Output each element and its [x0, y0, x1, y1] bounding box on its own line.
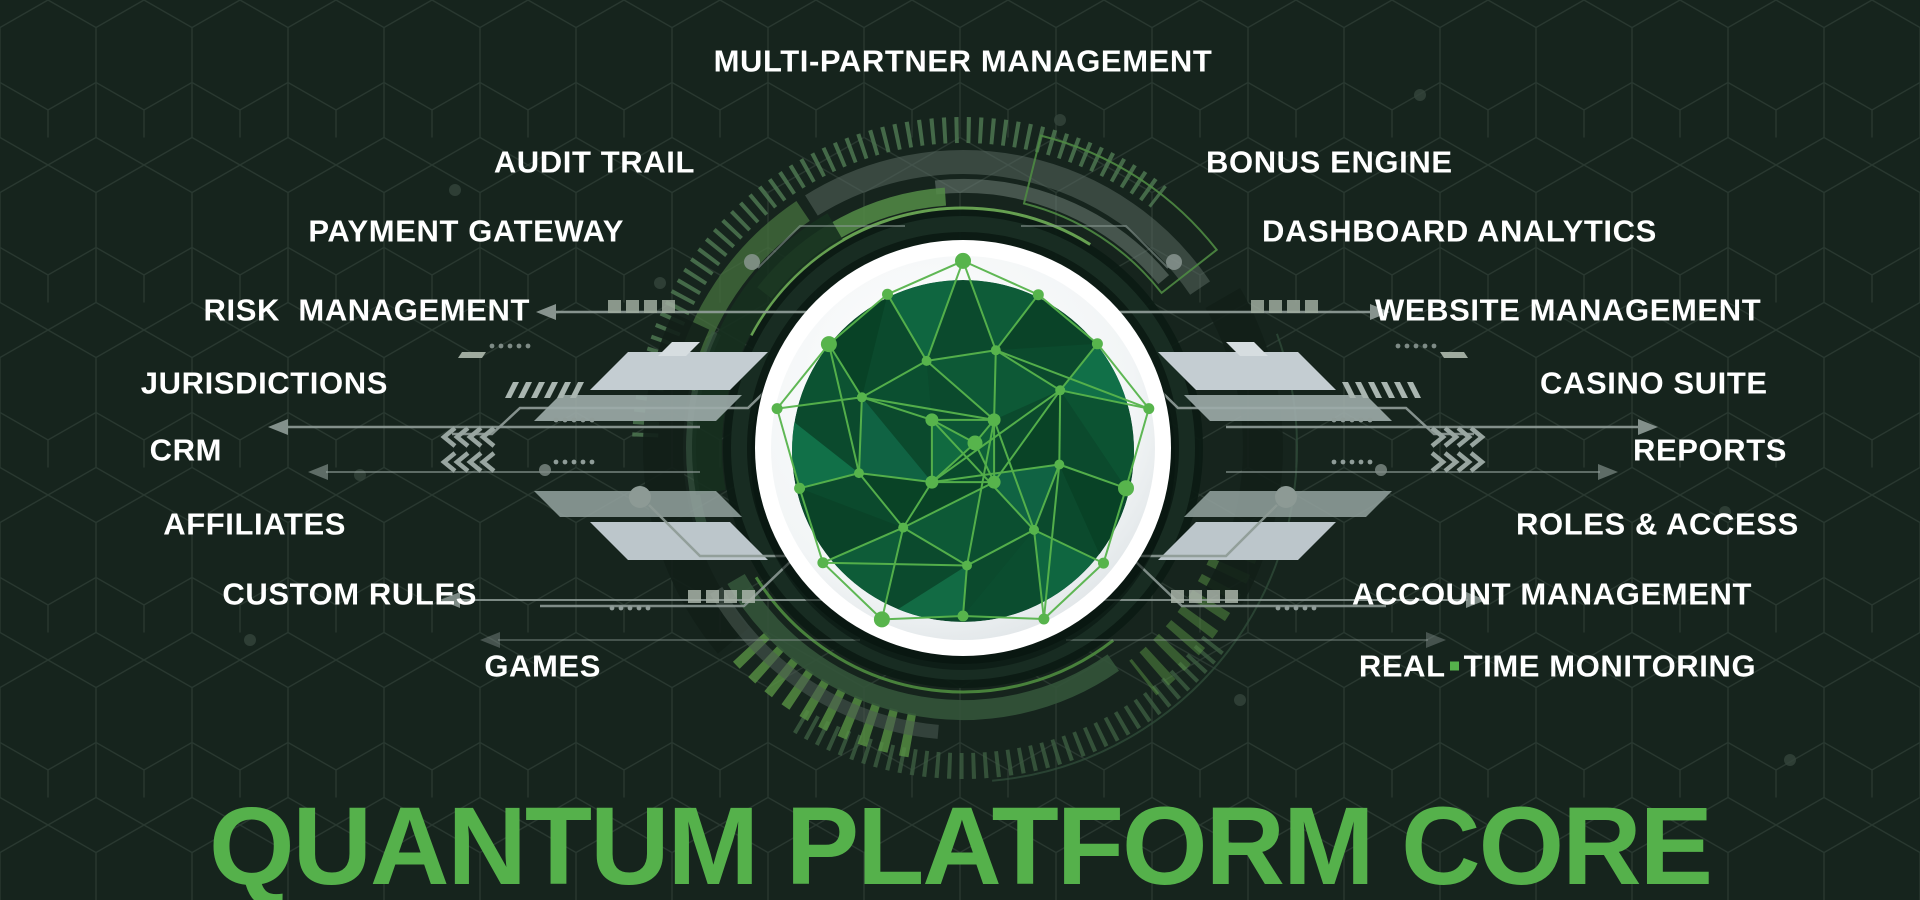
platform-core-title: QUANTUM PLATFORM CORE	[209, 785, 1713, 900]
real-time-after: TIME MONITORING	[1463, 648, 1757, 684]
feature-label-crm: CRM	[149, 432, 222, 468]
feature-label-real-time-monitoring: REAL TIME MONITORING	[1322, 620, 1756, 713]
real-time-before: REAL	[1358, 648, 1446, 684]
feature-label-audit-trail: AUDIT TRAIL	[493, 144, 695, 180]
feature-label-payment-gateway: PAYMENT GATEWAY	[308, 213, 624, 249]
feature-label-casino-suite: CASINO SUITE	[1540, 365, 1768, 401]
feature-label-roles-access: ROLES & ACCESS	[1516, 506, 1799, 542]
feature-label-reports: REPORTS	[1633, 432, 1788, 468]
feature-label-dashboard-analytics: DASHBOARD ANALYTICS	[1262, 213, 1657, 249]
feature-label-multi-partner-management: MULTI-PARTNER MANAGEMENT	[713, 43, 1213, 79]
green-square-hyphen-icon	[1449, 661, 1460, 671]
feature-label-risk-management: RISK MANAGEMENT	[203, 292, 530, 328]
feature-label-affiliates: AFFILIATES	[163, 506, 346, 542]
feature-label-website-management: WEBSITE MANAGEMENT	[1375, 292, 1762, 328]
feature-label-jurisdictions: JURISDICTIONS	[140, 365, 388, 401]
feature-label-bonus-engine: BONUS ENGINE	[1206, 144, 1453, 180]
feature-label-games: GAMES	[484, 648, 601, 684]
feature-label-custom-rules: CUSTOM RULES	[222, 576, 477, 612]
feature-label-account-management: ACCOUNT MANAGEMENT	[1352, 576, 1752, 612]
